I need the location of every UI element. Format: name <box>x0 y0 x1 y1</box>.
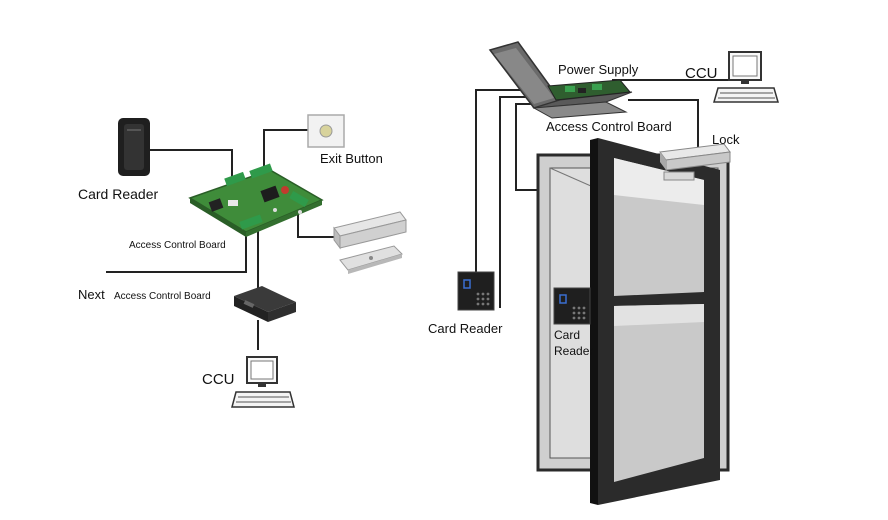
electric-lock-device <box>659 143 731 181</box>
network-controller-device <box>234 286 296 322</box>
next-board-label: Access Control Board <box>114 291 211 302</box>
card-reader-outside-label: Card Reader <box>428 321 503 336</box>
power-supply-enclosure <box>488 41 633 119</box>
card-reader-label: Card Reader <box>78 186 158 202</box>
card-reader-inside-device <box>553 287 591 325</box>
board-label-right: Access Control Board <box>546 119 672 134</box>
access-control-board-device <box>188 163 324 237</box>
card-reader-inside-label-line2: Reader <box>554 344 593 358</box>
power-supply-label: Power Supply <box>558 62 639 77</box>
left-wires <box>106 129 334 350</box>
card-reader-device <box>118 118 150 176</box>
next-prefix-label: Next <box>78 287 105 302</box>
right-panel: Power Supply Access Control Board CCU <box>428 41 779 505</box>
ccu-label-right: CCU <box>685 65 718 82</box>
left-panel: Card Reader Exit Button Access Control B… <box>78 114 407 408</box>
ccu-label-left: CCU <box>202 371 235 388</box>
card-reader-outside-device <box>457 271 495 311</box>
magnetic-lock-device <box>333 211 407 274</box>
exit-button-label: Exit Button <box>320 151 383 166</box>
ccu-computer-left <box>231 356 295 408</box>
door-leaf <box>590 138 720 505</box>
lock-label: Lock <box>712 132 740 147</box>
card-reader-inside-label-line1: Card <box>554 328 580 342</box>
board-label: Access Control Board <box>129 240 226 251</box>
exit-button-device <box>307 114 345 148</box>
ccu-computer-right <box>713 51 779 103</box>
